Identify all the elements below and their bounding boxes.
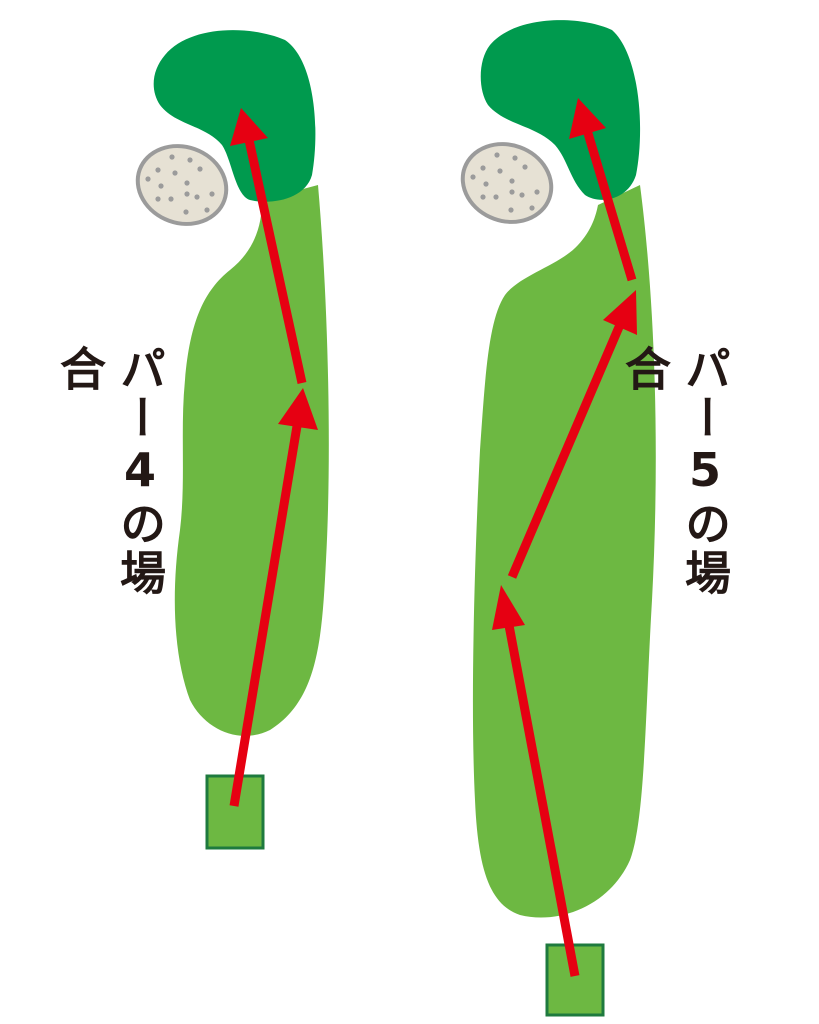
par5-shot-arrow-2 <box>507 290 637 579</box>
par4-shot-arrow-1 <box>229 388 318 807</box>
par5-hole <box>460 20 656 1017</box>
par5-shot-arrow-1 <box>492 585 580 977</box>
par4-green <box>153 30 316 202</box>
par4-bunker <box>135 144 229 226</box>
par4-shot-arrow-2 <box>230 108 307 384</box>
par5-label: パー5の場合 <box>618 345 732 598</box>
par4-label: パー4の場合 <box>53 345 167 598</box>
par5-bunker <box>460 142 554 224</box>
par4-hole <box>135 30 329 850</box>
par5-fairway <box>472 185 656 918</box>
par5-shot-arrow-3 <box>569 98 637 282</box>
par4-fairway <box>174 185 329 736</box>
par5-green <box>480 20 641 200</box>
